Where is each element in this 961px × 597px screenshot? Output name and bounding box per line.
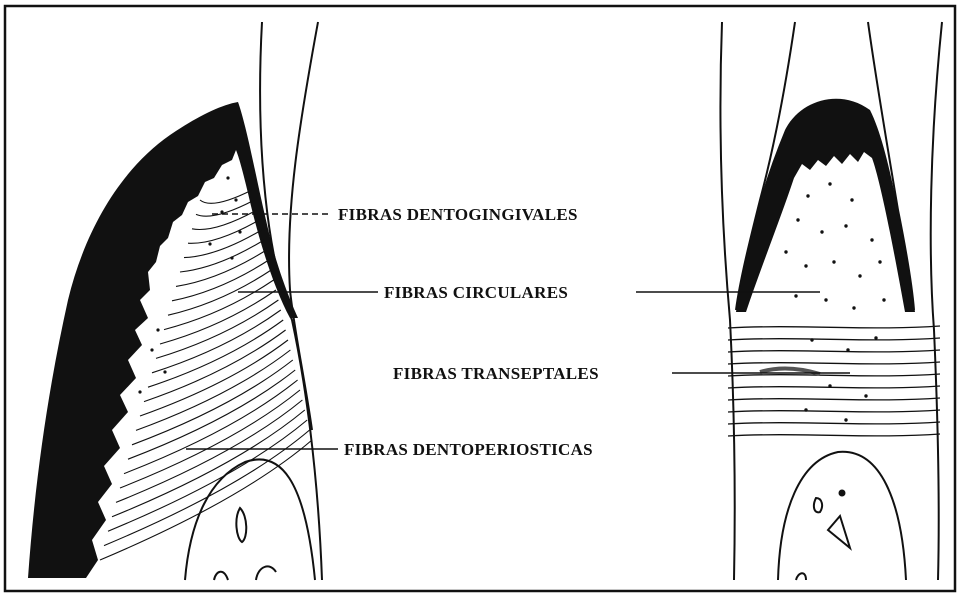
left-fiber-line <box>184 230 262 258</box>
right-connective-dots <box>784 178 885 421</box>
right-transseptal-lines <box>728 326 940 436</box>
right-transseptal-line <box>728 398 940 400</box>
right-papilla-epithelium <box>736 99 915 312</box>
left-fiber-line <box>128 370 295 459</box>
connective-dot <box>844 418 847 421</box>
connective-dot <box>852 306 855 309</box>
left-fiber-line <box>148 320 283 387</box>
left-fiber-line <box>140 340 288 416</box>
connective-dot <box>788 178 791 181</box>
connective-dot <box>824 298 827 301</box>
label-fibras-dentogingivales: FIBRAS DENTOGINGIVALES <box>338 205 578 224</box>
connective-dot <box>796 218 799 221</box>
right-transseptal-line <box>728 350 940 352</box>
left-fiber-line <box>132 360 293 445</box>
left-alveolar-bone <box>185 459 315 580</box>
right-transseptal-line <box>728 362 940 364</box>
left-fiber-line <box>104 430 310 546</box>
right-panel <box>720 22 942 580</box>
right-transseptal-line <box>728 326 940 328</box>
connective-dot <box>828 182 831 185</box>
connective-dot <box>844 224 847 227</box>
connective-dot <box>804 264 807 267</box>
connective-dot <box>882 298 885 301</box>
connective-dot <box>878 260 881 263</box>
left-fiber-line <box>188 220 259 243</box>
left-fiber-line <box>156 300 278 358</box>
connective-dot <box>850 198 853 201</box>
left-fiber-line <box>152 310 281 373</box>
left-fiber-line <box>200 190 252 203</box>
connective-dot <box>806 194 809 197</box>
right-transseptal-line <box>728 338 940 340</box>
connective-dot <box>794 294 797 297</box>
connective-dot <box>784 250 787 253</box>
label-fibras-transeptales: FIBRAS TRANSEPTALES <box>393 364 599 383</box>
label-fibras-circulares: FIBRAS CIRCULARES <box>384 283 568 302</box>
left-fiber-line <box>160 290 276 344</box>
right-transseptal-line <box>728 410 940 412</box>
right-transseptal-line <box>728 386 940 388</box>
connective-dot <box>820 230 823 233</box>
right-marrow-spaces <box>796 491 850 581</box>
right-transseptal-line <box>728 374 940 376</box>
left-panel <box>28 22 322 580</box>
right-transseptal-line <box>728 422 940 424</box>
right-alveolar-bone <box>778 452 906 580</box>
connective-dot <box>870 238 873 241</box>
left-fiber-line <box>180 240 264 272</box>
label-fibras-dentoperiosticas: FIBRAS DENTOPERIOSTICAS <box>344 440 593 459</box>
connective-dot <box>858 274 861 277</box>
right-tooth-left-line <box>720 22 734 580</box>
left-fiber-line <box>116 400 302 502</box>
left-tooth-inner-line <box>289 22 318 430</box>
left-fiber-line <box>144 330 286 402</box>
connective-dot <box>832 260 835 263</box>
right-tooth-right-line <box>931 22 942 580</box>
connective-dot <box>864 394 867 397</box>
right-transseptal-line <box>728 434 940 436</box>
left-marrow-spaces <box>214 508 276 580</box>
